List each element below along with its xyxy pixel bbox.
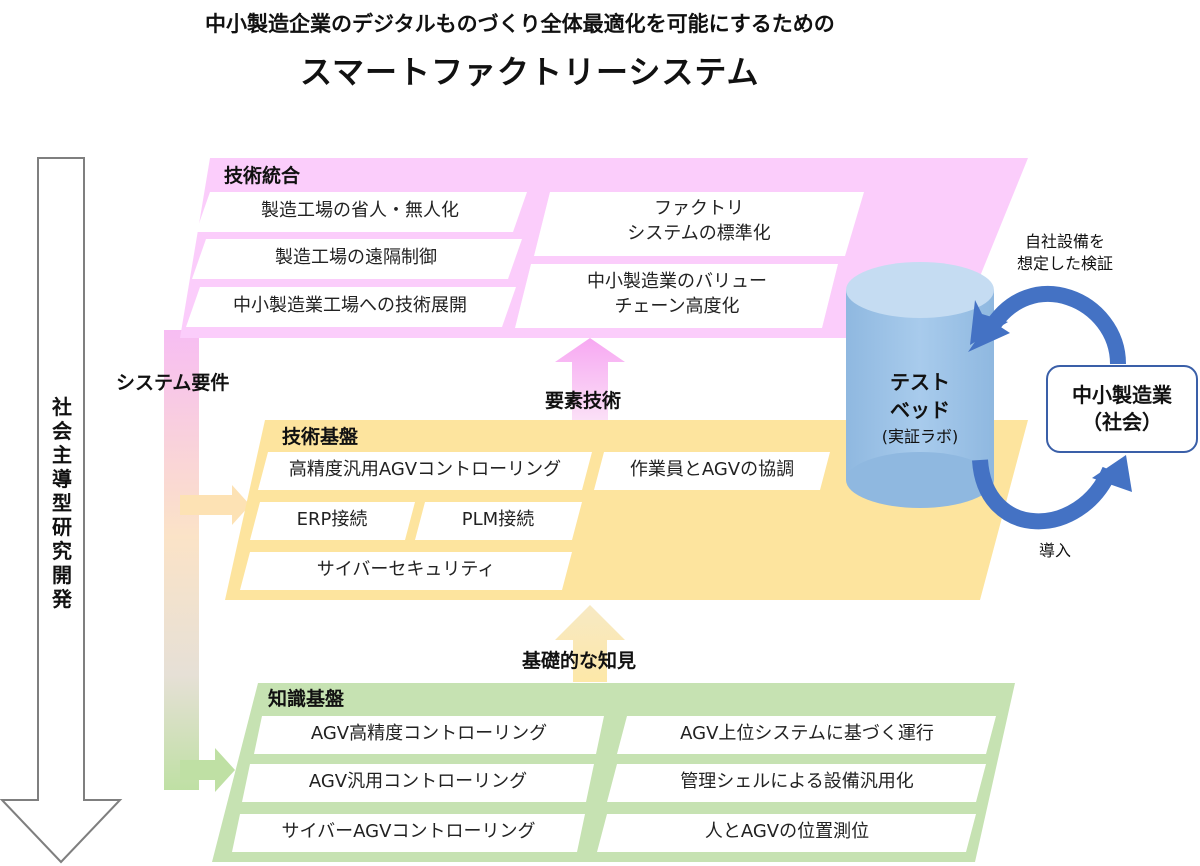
cycle-label-verify-line1: 自社設備を bbox=[1024, 232, 1105, 251]
foundation-box-2 bbox=[594, 452, 830, 490]
integration-item-2: 製造工場の遠隔制御 bbox=[275, 247, 437, 268]
foundation-item-4: PLM接続 bbox=[461, 509, 535, 530]
cycle-label-deploy: 導入 bbox=[1038, 541, 1071, 560]
foundation-item-1: 高精度汎用AGVコントローリング bbox=[288, 459, 562, 480]
knowledge-box-2 bbox=[617, 716, 996, 754]
element-tech-label: 要素技術 bbox=[545, 390, 622, 412]
integration-box-3 bbox=[186, 287, 516, 327]
foundation-item-5: サイバーセキュリティ bbox=[316, 559, 496, 580]
side-connector bbox=[164, 330, 199, 790]
integration-item-5a: 中小製造業のバリュー bbox=[587, 271, 767, 292]
knowledge-box-6 bbox=[597, 814, 976, 852]
foundation-item-2: 作業員とAGVの協調 bbox=[629, 459, 795, 480]
knowledge-layer-title: 知識基盤 bbox=[268, 688, 345, 710]
integration-item-3: 中小製造業工場への技術展開 bbox=[233, 295, 467, 316]
cycle-arrowhead-deploy bbox=[1092, 455, 1132, 492]
title-subtitle: 中小製造企業のデジタルものづくり全体最適化を可能にするための bbox=[205, 12, 835, 36]
integration-box-5 bbox=[515, 264, 838, 328]
research-flow-arrow bbox=[0, 157, 123, 864]
foundation-layer-title: 技術基盤 bbox=[282, 426, 359, 448]
foundation-box-3 bbox=[250, 502, 415, 540]
foundation-box-5 bbox=[240, 552, 572, 590]
integration-box-1 bbox=[196, 192, 527, 232]
testbed-title-line2: ベッド bbox=[890, 398, 950, 422]
knowledge-box-1 bbox=[254, 716, 604, 754]
integration-box-2 bbox=[192, 239, 522, 279]
knowledge-item-2: AGV上位システムに基づく運行 bbox=[680, 723, 934, 744]
company-line1: 中小製造業 bbox=[1072, 383, 1172, 407]
cycle-arrow-deploy bbox=[972, 459, 1118, 530]
company-box: 中小製造業 （社会） bbox=[1046, 365, 1198, 453]
foundation-item-3: ERP接続 bbox=[296, 509, 368, 530]
basic-knowledge-label: 基礎的な知見 bbox=[522, 650, 637, 672]
knowledge-item-6: 人とAGVの位置測位 bbox=[704, 821, 870, 842]
cycle-arrow-verify bbox=[983, 286, 1126, 365]
cycle-label-verify-line2: 想定した検証 bbox=[1016, 254, 1113, 273]
system-requirements-label: システム要件 bbox=[116, 372, 230, 394]
knowledge-item-4: 管理シェルによる設備汎用化 bbox=[680, 771, 914, 792]
element-tech-arrow bbox=[555, 338, 625, 420]
connector-arrow-foundation bbox=[180, 485, 250, 525]
integration-item-5b: チェーン高度化 bbox=[614, 296, 740, 317]
basic-knowledge-arrow bbox=[555, 605, 625, 682]
foundation-box-1 bbox=[258, 452, 592, 490]
integration-box-4 bbox=[534, 192, 864, 256]
knowledge-item-1: AGV高精度コントローリング bbox=[310, 723, 548, 744]
connector-arrow-knowledge bbox=[180, 748, 235, 792]
knowledge-box-5 bbox=[232, 814, 585, 852]
integration-item-1: 製造工場の省人・無人化 bbox=[261, 200, 459, 221]
knowledge-box-4 bbox=[607, 764, 986, 802]
research-flow-label: 社会主導型研究開発 bbox=[52, 395, 72, 611]
testbed-subtitle: (実証ラボ) bbox=[881, 427, 959, 446]
foundation-box-4 bbox=[415, 502, 582, 540]
integration-item-4b: システムの標準化 bbox=[627, 223, 771, 244]
knowledge-box-3 bbox=[242, 764, 594, 802]
testbed-title-line1: テスト bbox=[890, 370, 950, 394]
integration-item-4a: ファクトリ bbox=[654, 198, 744, 219]
knowledge-item-3: AGV汎用コントローリング bbox=[308, 771, 528, 792]
integration-layer-title: 技術統合 bbox=[224, 165, 301, 187]
testbed-cylinder bbox=[846, 262, 994, 508]
knowledge-item-5: サイバーAGVコントローリング bbox=[281, 821, 536, 842]
title-main: スマートファクトリーシステム bbox=[300, 53, 760, 91]
company-line2: （社会） bbox=[1082, 410, 1162, 434]
